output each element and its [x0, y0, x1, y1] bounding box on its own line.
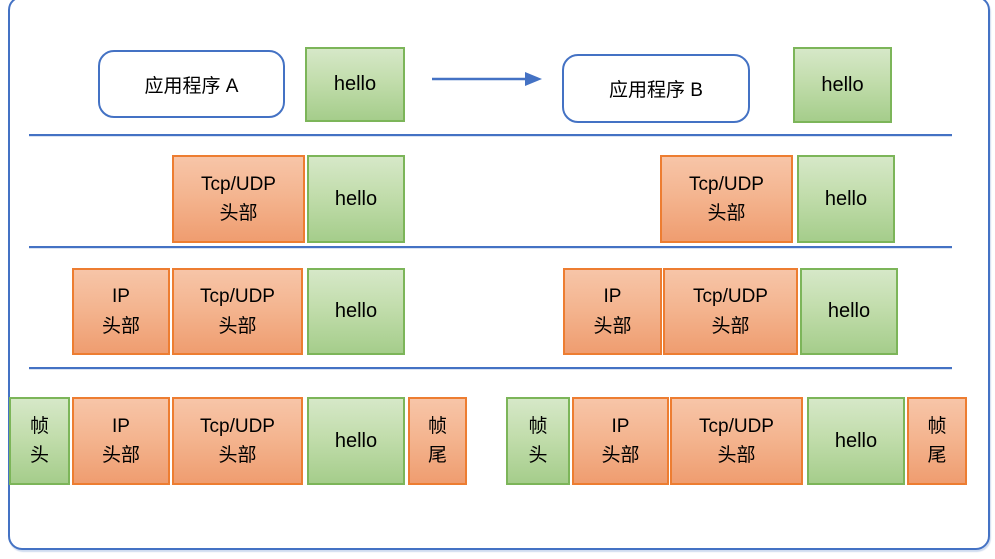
ip-header-box-row4-left: IP 头部	[72, 397, 170, 485]
tcp-udp-label-line2: 头部	[711, 315, 750, 337]
layer-separator-2	[29, 246, 952, 248]
tcp-udp-label-line2: 头部	[707, 203, 746, 224]
hello-box-row2-right: hello	[797, 155, 895, 243]
tcp-udp-label-line2: 头部	[717, 445, 756, 466]
tcp-udp-header-box-row4-right: Tcp/UDP 头部	[670, 397, 803, 485]
hello-label: hello	[334, 300, 378, 322]
tcp-udp-header-box-row3-right: Tcp/UDP 头部	[663, 268, 798, 355]
tcp-udp-header-box-row4-left: Tcp/UDP 头部	[172, 397, 303, 485]
tcp-udp-header-box-row3-left: Tcp/UDP 头部	[172, 268, 303, 355]
app-b-node: 应用程序 B	[562, 54, 750, 123]
app-b-label: 应用程序 B	[609, 80, 703, 101]
hello-label: hello	[821, 73, 864, 96]
hello-box-row4-right: hello	[807, 397, 905, 485]
app-a-node: 应用程序 A	[98, 50, 285, 118]
tcp-udp-label-line1: Tcp/UDP	[699, 415, 774, 437]
ip-label-line2: 头部	[601, 445, 640, 466]
ip-header-box-row4-right: IP 头部	[572, 397, 669, 485]
ip-label-line1: IP	[611, 415, 630, 437]
transfer-arrow-icon	[432, 72, 542, 86]
tcp-udp-label-line1: Tcp/UDP	[200, 286, 275, 308]
hello-box-row4-left: hello	[307, 397, 405, 485]
frame-tail-label-line2: 尾	[927, 445, 947, 466]
hello-label: hello	[834, 429, 878, 452]
tcp-udp-label-line1: Tcp/UDP	[689, 173, 764, 195]
hello-box-row1-right: hello	[793, 47, 892, 123]
ip-label-line2: 头部	[593, 315, 632, 337]
tcp-udp-label-line2: 头部	[219, 203, 258, 224]
hello-label: hello	[827, 300, 871, 322]
hello-box-row3-left: hello	[307, 268, 405, 355]
tcp-udp-label-line1: Tcp/UDP	[200, 415, 275, 437]
frame-header-box-row4-right: 帧 头	[506, 397, 570, 485]
ip-header-box-row3-right: IP 头部	[563, 268, 662, 355]
hello-label: hello	[824, 187, 868, 210]
frame-trailer-box-row4-left: 帧 尾	[408, 397, 467, 485]
hello-box-row2-left: hello	[307, 155, 405, 243]
ip-label-line2: 头部	[101, 445, 140, 466]
frame-header-box-row4-left: 帧 头	[9, 397, 70, 485]
ip-label-line1: IP	[603, 286, 622, 308]
hello-label: hello	[334, 429, 378, 452]
tcp-udp-label-line2: 头部	[218, 315, 257, 337]
hello-box-row1-left: hello	[305, 47, 405, 122]
layer-separator-1	[29, 134, 952, 136]
ip-label-line2: 头部	[101, 315, 140, 337]
app-a-label: 应用程序 A	[144, 75, 239, 97]
frame-tail-label-line2: 尾	[427, 445, 447, 466]
frame-head-label-line2: 头	[29, 445, 49, 466]
tcp-udp-header-box-row2-right: Tcp/UDP 头部	[660, 155, 793, 243]
frame-tail-label-line1: 帧	[427, 415, 447, 437]
tcp-udp-label-line2: 头部	[218, 445, 257, 466]
frame-head-label-line1: 帧	[528, 415, 548, 437]
frame-tail-label-line1: 帧	[927, 415, 947, 437]
frame-head-label-line2: 头	[528, 445, 548, 466]
tcp-udp-label-line1: Tcp/UDP	[201, 173, 276, 195]
ip-label-line1: IP	[112, 286, 130, 308]
hello-box-row3-right: hello	[800, 268, 898, 355]
layer-separator-3	[29, 367, 952, 369]
tcp-udp-header-box-row2-left: Tcp/UDP 头部	[172, 155, 305, 243]
tcp-udp-label-line1: Tcp/UDP	[693, 286, 768, 308]
frame-trailer-box-row4-right: 帧 尾	[907, 397, 967, 485]
ip-header-box-row3-left: IP 头部	[72, 268, 170, 355]
hello-label: hello	[333, 73, 377, 95]
hello-label: hello	[334, 187, 378, 210]
ip-label-line1: IP	[112, 415, 130, 437]
outer-frame	[8, 0, 990, 550]
frame-head-label-line1: 帧	[29, 415, 49, 437]
